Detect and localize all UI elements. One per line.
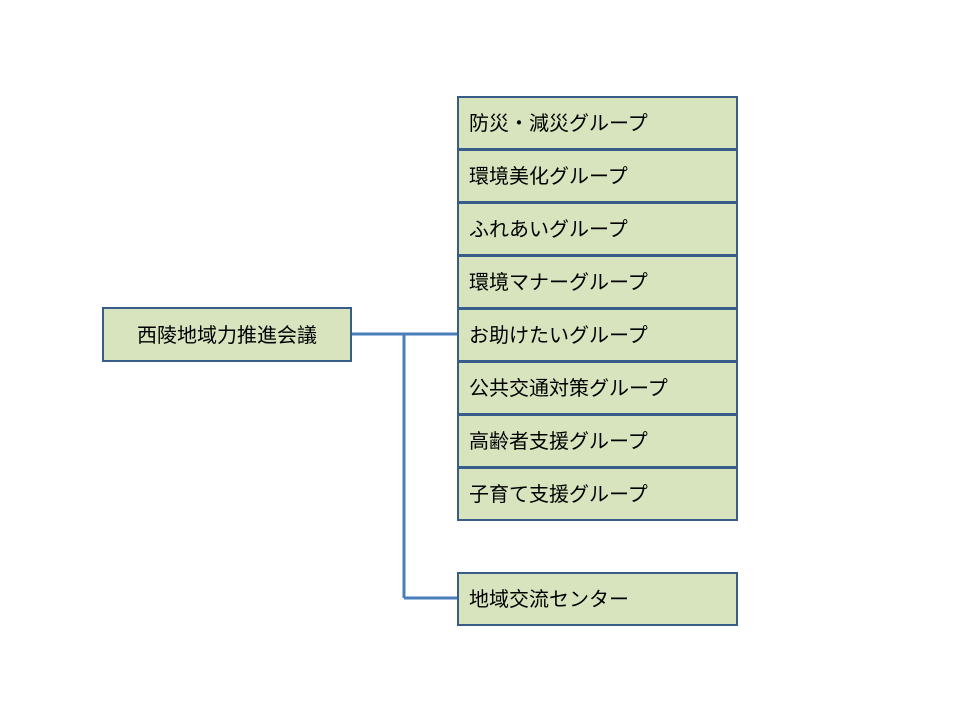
root-node-label: 西陵地域力推進会議 xyxy=(137,322,317,347)
center-node-label: 地域交流センター xyxy=(469,587,629,611)
group-node-label: 高齢者支援グループ xyxy=(469,429,648,453)
group-node-label: 環境美化グループ xyxy=(469,164,628,188)
group-node: お助けたいグループ xyxy=(457,308,738,362)
group-node: 環境マナーグループ xyxy=(457,255,738,309)
group-node: ふれあいグループ xyxy=(457,202,738,256)
root-node-box: 西陵地域力推進会議 xyxy=(102,307,352,362)
group-node-label: 防災・減災グループ xyxy=(469,111,648,135)
group-node-label: ふれあいグループ xyxy=(469,217,628,241)
group-node-label: お助けたいグループ xyxy=(469,323,648,347)
group-node: 高齢者支援グループ xyxy=(457,414,738,468)
group-node-label: 子育て支援グループ xyxy=(469,482,648,506)
group-node: 防災・減災グループ xyxy=(457,96,738,150)
group-node: 公共交通対策グループ xyxy=(457,361,738,415)
group-node-label: 環境マナーグループ xyxy=(469,270,648,294)
center-node-box: 地域交流センター xyxy=(457,572,738,626)
group-stack: 防災・減災グループ 環境美化グループ ふれあいグループ 環境マナーグループ お助… xyxy=(457,96,738,521)
group-node-label: 公共交通対策グループ xyxy=(469,376,668,400)
group-node: 環境美化グループ xyxy=(457,149,738,203)
group-node: 子育て支援グループ xyxy=(457,467,738,521)
